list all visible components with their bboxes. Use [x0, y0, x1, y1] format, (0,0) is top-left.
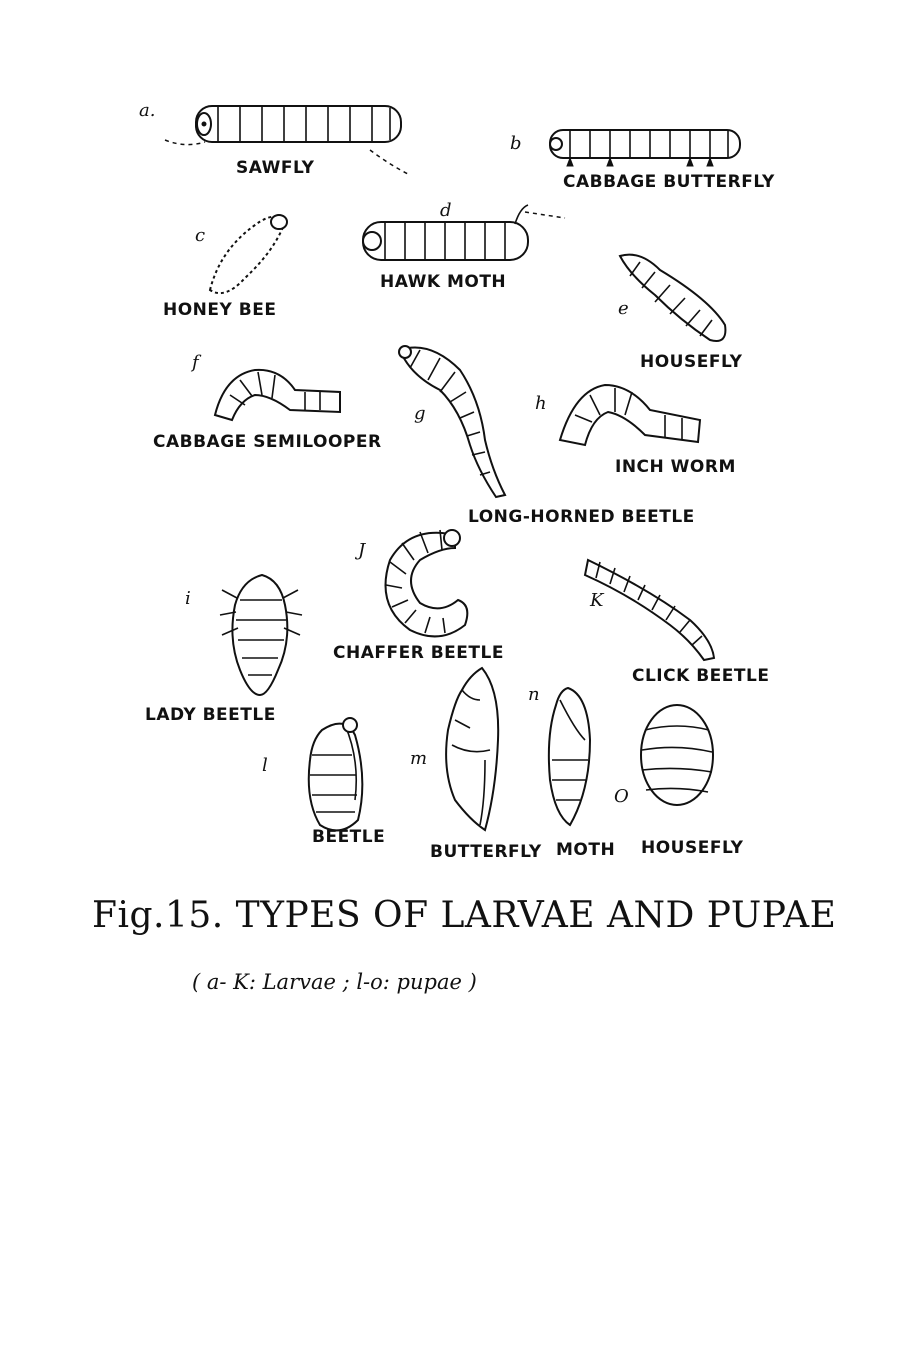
honey-bee-larva-drawing	[208, 214, 288, 294]
label-lady-beetle: LADY BEETLE	[145, 705, 276, 725]
label-cabbage-semilooper: CABBAGE SEMILOOPER	[153, 432, 382, 452]
label-click-beetle: CLICK BEETLE	[632, 666, 770, 686]
letter-h: h	[535, 393, 547, 414]
label-cabbage-butterfly: CABBAGE BUTTERFLY	[563, 172, 775, 192]
lady-beetle-larva-drawing	[219, 573, 303, 697]
cabbage-butterfly-larva-drawing	[549, 129, 741, 167]
label-butterfly-pupa: BUTTERFLY	[430, 842, 542, 862]
letter-j: J	[358, 540, 366, 561]
long-horned-beetle-larva-drawing	[398, 345, 507, 499]
label-housefly-larva: HOUSEFLY	[640, 352, 743, 372]
hawk-moth-larva-drawing	[362, 204, 566, 261]
inch-worm-drawing	[558, 383, 702, 447]
letter-g: g	[414, 403, 426, 424]
label-sawfly: SAWFLY	[236, 158, 315, 178]
housefly-pupa-drawing	[640, 704, 714, 806]
label-chaffer-beetle: CHAFFER BEETLE	[333, 643, 504, 663]
chaffer-beetle-larva-drawing	[384, 529, 469, 638]
letter-f: f	[192, 352, 199, 373]
cabbage-semilooper-drawing	[213, 368, 341, 422]
letter-n: n	[528, 684, 540, 705]
letter-e: e	[618, 298, 629, 319]
letter-o: O	[614, 786, 629, 807]
letter-d: d	[440, 200, 452, 221]
letter-k: K	[590, 590, 604, 611]
letter-b: b	[510, 133, 522, 154]
beetle-pupa-drawing	[307, 717, 364, 832]
housefly-larva-drawing	[618, 253, 727, 342]
label-inch-worm: INCH WORM	[615, 457, 736, 477]
label-hawk-moth: HAWK MOTH	[380, 272, 507, 292]
click-beetle-larva-drawing	[583, 558, 716, 662]
sawfly-larva-drawing	[164, 105, 411, 176]
figure-caption: ( a- K: Larvae ; l-o: pupae )	[192, 970, 477, 994]
label-beetle-pupa: BEETLE	[312, 827, 386, 847]
figure-title: Fig.15. TYPES OF LARVAE AND PUPAE	[92, 895, 837, 936]
letter-c: c	[195, 225, 206, 246]
label-honey-bee: HONEY BEE	[163, 300, 277, 320]
letter-a: a.	[139, 100, 156, 121]
butterfly-pupa-drawing	[445, 666, 500, 832]
label-long-horned-beetle: LONG-HORNED BEETLE	[468, 507, 695, 527]
letter-i: i	[185, 588, 191, 609]
label-housefly-pupa: HOUSEFLY	[641, 838, 744, 858]
label-moth-pupa: MOTH	[556, 840, 616, 860]
letter-m: m	[410, 748, 428, 769]
moth-pupa-drawing	[547, 686, 592, 827]
letter-l: l	[262, 755, 268, 776]
